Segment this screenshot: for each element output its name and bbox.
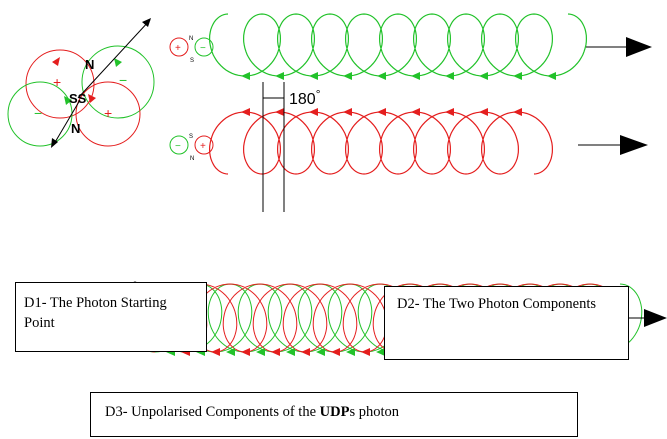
north-label-bottom: N <box>71 121 80 136</box>
red-helix-path <box>208 111 554 175</box>
red-arrowhead <box>271 348 280 356</box>
phase-shift-marker: 180° <box>262 82 321 212</box>
small-green-circle <box>194 37 214 57</box>
direction-arrow-top-icon <box>626 37 652 57</box>
green-arrowhead <box>256 348 265 356</box>
red-circle-bottom-right <box>75 81 141 147</box>
red-arrowhead <box>513 108 522 116</box>
minus-sign-green-top: − <box>119 72 127 88</box>
green-arrowhead <box>377 72 386 80</box>
angle-label: 180° <box>289 87 321 108</box>
small-plus-sign: + <box>175 43 181 54</box>
plus-sign-red-bottom: + <box>104 105 112 121</box>
south-axis-line <box>53 99 81 145</box>
green-helix-path <box>208 13 588 77</box>
north-axis-arrow-icon <box>142 18 151 27</box>
green-arrowhead <box>275 72 284 80</box>
green-component-group: + − N S <box>169 13 652 80</box>
small-south-label: S <box>190 58 194 64</box>
south-axis-arrow-icon <box>51 138 58 148</box>
red-arrowhead <box>88 94 96 103</box>
starting-point-group: N SS N + − − + <box>7 18 155 148</box>
small-green-circle-2 <box>169 135 189 155</box>
red-circle-top-left <box>25 49 95 119</box>
green-arrowhead <box>547 72 556 80</box>
small-plus-sign-2: + <box>200 141 206 152</box>
red-arrowhead <box>343 108 352 116</box>
green-arrowhead <box>346 348 355 356</box>
green-arrowhead <box>286 348 295 356</box>
red-arrowhead <box>361 348 370 356</box>
green-arrowhead <box>445 72 454 80</box>
caption-d3: D3- Unpolarised Components of the UDPs p… <box>90 392 578 437</box>
red-component-group: − + S N <box>169 108 648 175</box>
small-minus-sign-2: − <box>175 141 181 152</box>
red-arrowhead <box>445 108 454 116</box>
green-arrowhead <box>316 348 325 356</box>
small-north-label: N <box>189 36 193 42</box>
direction-arrow-bottom-icon <box>644 309 667 327</box>
green-arrowhead <box>479 72 488 80</box>
green-arrowhead <box>114 58 122 67</box>
small-north-label-2: N <box>190 156 194 162</box>
small-red-circle-2 <box>194 135 214 155</box>
red-arrowhead <box>479 108 488 116</box>
caption-d1: D1- The Photon Starting Point <box>15 282 207 352</box>
red-arrowhead <box>241 348 250 356</box>
green-arrowhead <box>513 72 522 80</box>
red-arrowhead <box>377 108 386 116</box>
plus-sign-red-top: + <box>53 74 61 90</box>
green-arrowhead <box>309 72 318 80</box>
green-helix-arrowheads <box>241 72 556 80</box>
caption-d3-prefix: D3- Unpolarised Components of the <box>105 404 320 420</box>
red-arrowhead <box>52 57 60 66</box>
caption-d3-bold: UDP <box>319 404 350 420</box>
red-arrowhead <box>309 108 318 116</box>
green-arrowhead <box>64 96 72 105</box>
green-circle-top-right <box>81 45 155 119</box>
red-arrowhead <box>241 108 250 116</box>
red-arrowhead <box>275 108 284 116</box>
direction-arrow-middle-icon <box>620 135 648 155</box>
green-arrowhead <box>241 72 250 80</box>
small-minus-sign: − <box>200 43 206 54</box>
degree-symbol: ° <box>316 87 321 101</box>
green-arrowhead <box>343 72 352 80</box>
caption-d2: D2- The Two Photon Components <box>384 286 629 360</box>
small-red-circle <box>169 37 189 57</box>
north-label-top: N <box>85 57 94 72</box>
green-arrowhead <box>226 348 235 356</box>
red-helix-arrowheads <box>241 108 522 116</box>
red-arrowhead <box>331 348 340 356</box>
small-south-label-2: S <box>189 134 193 140</box>
green-arrowhead <box>376 348 385 356</box>
green-arrowhead <box>411 72 420 80</box>
caption-d3-suffix: s photon <box>349 404 400 420</box>
red-arrowhead <box>411 108 420 116</box>
red-arrowhead <box>301 348 310 356</box>
center-ss-label: SS <box>69 91 87 106</box>
red-arrowhead <box>211 348 220 356</box>
minus-sign-green-bottom: − <box>34 105 42 121</box>
north-axis-line <box>77 19 151 99</box>
angle-value: 180 <box>289 91 316 108</box>
combined-red-helix-path <box>132 283 628 353</box>
